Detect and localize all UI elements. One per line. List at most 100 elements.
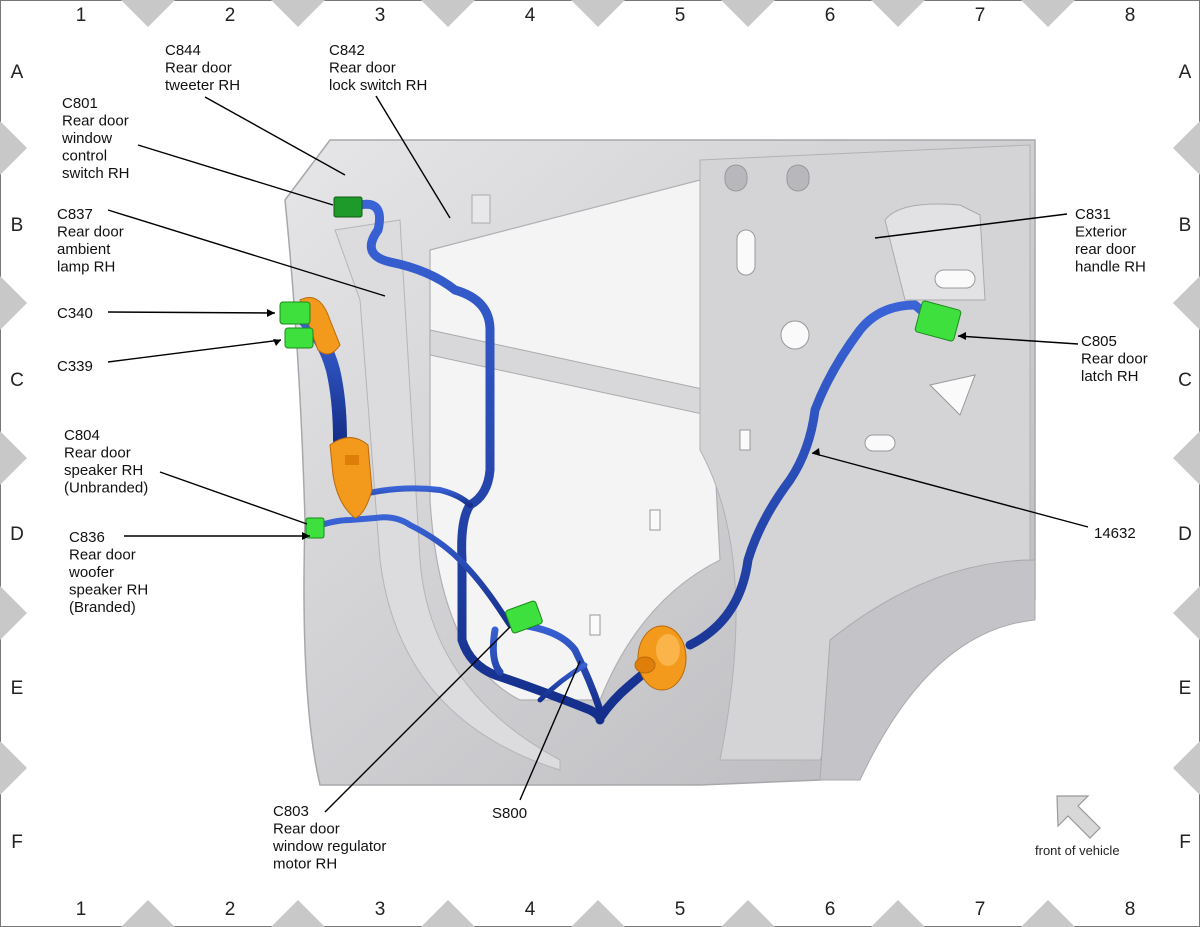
border-diamond [121, 900, 175, 927]
door-panel [284, 139, 1036, 786]
column-label: 6 [825, 899, 836, 920]
callout-s800: S800 [492, 805, 527, 822]
callout-line: handle RH [1075, 259, 1146, 276]
border-diamond [271, 0, 325, 27]
callout-line: Rear door [165, 60, 232, 77]
callout-line: speaker RH [64, 462, 143, 479]
row-label: A [1179, 62, 1192, 83]
callout-line: Rear door [273, 821, 340, 838]
connector-c801 [333, 196, 363, 218]
border-diamond [721, 900, 775, 927]
border-diamond [0, 121, 27, 175]
row-label: B [1179, 215, 1192, 236]
callout-line: Rear door [69, 547, 136, 564]
callout-line: lamp RH [57, 259, 115, 276]
column-label: 5 [675, 5, 686, 26]
border-diamond [0, 586, 27, 640]
callout-line: Rear door [57, 224, 124, 241]
callout-line: woofer [68, 564, 114, 581]
callout-line: (Unbranded) [64, 480, 148, 497]
callout-c340: C340 [57, 305, 93, 322]
border-diamond [1021, 0, 1075, 27]
column-label: 2 [225, 5, 236, 26]
connector-c340 [279, 301, 311, 325]
column-label: 7 [975, 5, 986, 26]
border-diamond [1173, 276, 1200, 330]
row-label: B [11, 215, 24, 236]
callout-h14632: 14632 [1094, 525, 1136, 542]
border-diamond [0, 741, 27, 795]
callout-line: motor RH [273, 856, 337, 873]
column-label: 8 [1125, 899, 1136, 920]
callout-line: (Branded) [69, 599, 136, 616]
front-of-vehicle-arrow-icon [1056, 795, 1101, 839]
harness-14632 [298, 199, 935, 725]
column-label: 3 [375, 5, 386, 26]
border-diamond [1173, 586, 1200, 640]
callout-line: Rear door [64, 445, 131, 462]
leader-lines [107, 95, 1089, 813]
border-diamond [721, 0, 775, 27]
callout-line: lock switch RH [329, 77, 427, 94]
column-label: 6 [825, 5, 836, 26]
column-label: 5 [675, 899, 686, 920]
column-label: 4 [525, 5, 536, 26]
callout-line: C837 [57, 206, 93, 223]
column-label: 8 [1125, 5, 1136, 26]
callout-line: switch RH [62, 165, 130, 182]
connector-c339 [284, 327, 314, 349]
callout-line: C805 [1081, 333, 1117, 350]
border-diamond [1021, 900, 1075, 927]
callout-line: Exterior [1075, 224, 1127, 241]
border-diamond [871, 900, 925, 927]
callout-line: 14632 [1094, 525, 1136, 542]
callout-line: C831 [1075, 206, 1111, 223]
row-label: D [1178, 524, 1192, 545]
grommet-middle [329, 437, 373, 519]
front-of-vehicle-label: front of vehicle [1035, 843, 1120, 858]
callout-line: Rear door [62, 113, 129, 130]
border-diamond [0, 276, 27, 330]
border-diamond [871, 0, 925, 27]
border-diamond [0, 431, 27, 485]
callout-line: C801 [62, 95, 98, 112]
callout-line: C842 [329, 42, 365, 59]
callout-line: Rear door [329, 60, 396, 77]
column-label: 7 [975, 899, 986, 920]
border-diamond [121, 0, 175, 27]
callout-line: C844 [165, 42, 201, 59]
callout-line: window regulator [272, 838, 386, 855]
column-label: 1 [76, 899, 87, 920]
border-diamond [271, 900, 325, 927]
callout-line: window [61, 130, 112, 147]
callout-line: speaker RH [69, 582, 148, 599]
callout-line: C836 [69, 529, 105, 546]
row-label: C [10, 370, 24, 391]
border-diamond [1173, 741, 1200, 795]
row-label: F [1179, 832, 1191, 853]
row-label: A [11, 62, 24, 83]
callout-line: C340 [57, 305, 93, 322]
connector-c804-c836 [305, 517, 325, 539]
callout-c339: C339 [57, 358, 93, 375]
border-diamond [1173, 121, 1200, 175]
callout-line: tweeter RH [165, 77, 240, 94]
callout-line: control [62, 148, 107, 165]
border-diamond [421, 900, 475, 927]
connector-c805 [914, 300, 962, 342]
border-diamond [421, 0, 475, 27]
callout-line: Rear door [1081, 351, 1148, 368]
grommet-lower [634, 625, 687, 691]
column-label: 1 [76, 5, 87, 26]
